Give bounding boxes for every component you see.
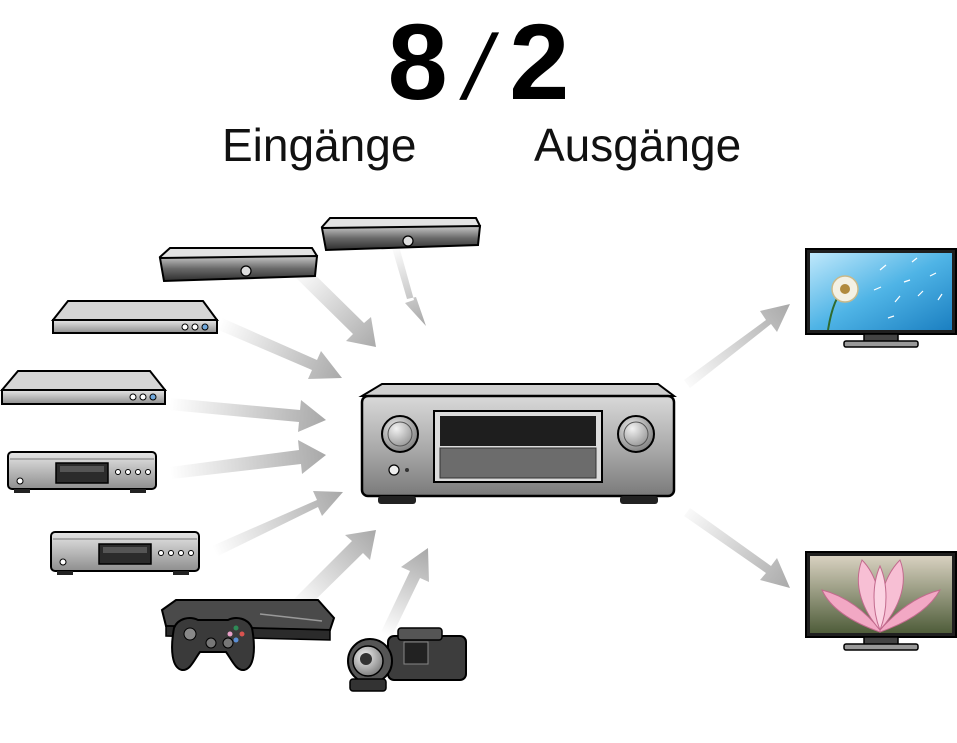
arrow [684,508,790,588]
output-count: 2 [509,1,570,122]
cd-player-icon [50,531,200,575]
set-top-box-icon [158,247,319,283]
arrow [684,304,790,388]
arrow [392,246,426,326]
arrow [212,491,343,556]
arrow [170,440,326,479]
inputs-label: Eingänge [222,119,417,171]
arrow [214,317,342,379]
tv-icon [805,551,957,651]
outputs-label: Ausgänge [534,119,742,171]
camcorder-icon [347,627,467,692]
set-top-box-icon [320,217,482,252]
game-console-icon [160,599,336,672]
av-receiver-icon [358,383,677,504]
arrow [381,548,429,638]
cd-player-icon [7,451,157,493]
arrow [292,263,376,347]
io-count-heading: 8/2 [0,1,957,122]
disc-player-icon [50,300,219,334]
output-arrows [684,304,790,588]
disc-player-icon [0,370,168,405]
input-count: 8 [387,1,448,122]
input-arrows [169,246,429,638]
arrow [291,530,376,613]
tv-icon [805,248,957,348]
arrow [169,398,326,432]
